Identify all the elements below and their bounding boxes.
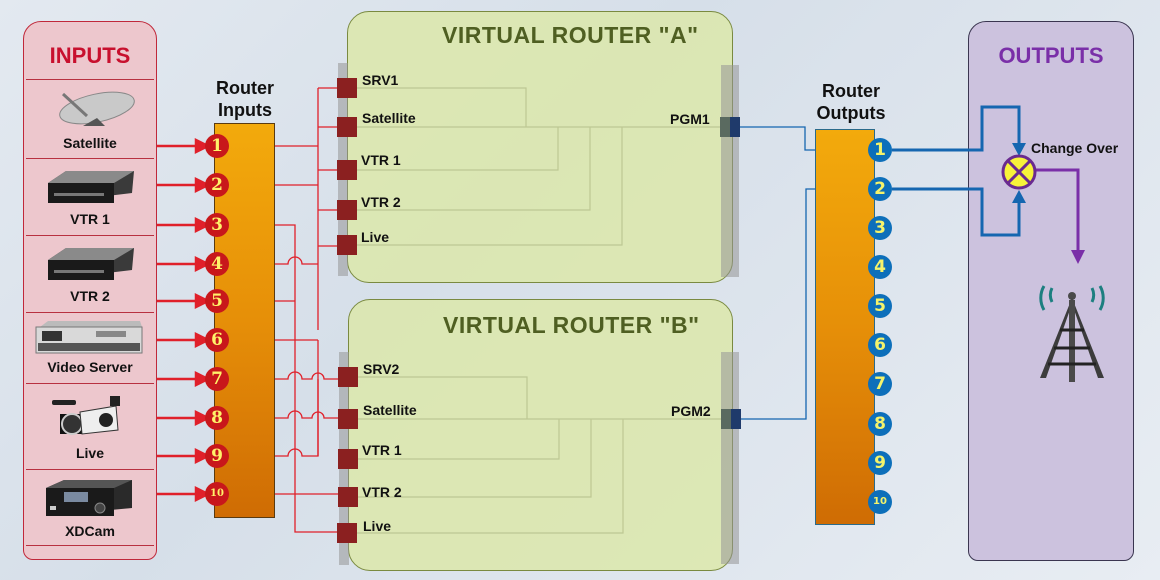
video-server-icon: [35, 321, 143, 354]
vr-a-port-vtr2[interactable]: [337, 200, 357, 220]
router-input-port-1[interactable]: 1: [205, 134, 229, 158]
vr-b-port-vtr1[interactable]: [338, 449, 358, 469]
router-output-port-9[interactable]: 9: [868, 451, 892, 475]
virtual-router-b-title: VIRTUAL ROUTER "B": [443, 312, 700, 338]
vr-b-output-rail: [721, 352, 739, 564]
vr-b-port-srv2[interactable]: [338, 367, 358, 387]
router-outputs-bar: [815, 129, 875, 525]
router-inputs-title-line2: Inputs: [218, 100, 272, 120]
vr-b-input-label: VTR 2: [362, 484, 402, 500]
router-inputs-title: Router Inputs: [200, 77, 290, 121]
router-output-port-3[interactable]: 3: [868, 216, 892, 240]
vr-a-port-srv1[interactable]: [337, 78, 357, 98]
vr-a-input-label: Satellite: [362, 110, 416, 126]
vr-b-input-label: Satellite: [363, 402, 417, 418]
changeover-input-wires: [892, 105, 1021, 237]
vr-b-pgm-port[interactable]: [721, 409, 741, 429]
arrow-in-5: [157, 292, 211, 310]
input-label: XDCam: [65, 523, 115, 539]
input-label: VTR 1: [70, 211, 110, 227]
vr-a-input-label: VTR 1: [361, 152, 401, 168]
router-output-port-1[interactable]: 1: [868, 138, 892, 162]
arrow-in-4: [157, 255, 211, 273]
arrow-in-8: [157, 409, 211, 427]
router-output-port-6[interactable]: 6: [868, 333, 892, 357]
vtr-deck-icon: [48, 248, 134, 280]
router-outputs-title-line1: Router: [822, 81, 880, 101]
arrow-in-2: [157, 176, 211, 194]
router-output-port-8[interactable]: 8: [868, 412, 892, 436]
arrow-in-1: [157, 137, 211, 155]
input-source-live[interactable]: Live: [26, 383, 154, 469]
router-outputs-title-line2: Outputs: [816, 103, 886, 123]
router-input-port-5[interactable]: 5: [205, 289, 229, 313]
vr-a-input-label: VTR 2: [361, 194, 401, 210]
input-source-vtr1[interactable]: VTR 1: [26, 158, 154, 235]
arrow-in-9: [157, 447, 211, 465]
camcorder-icon: [52, 396, 120, 435]
satellite-dish-icon: [59, 91, 135, 126]
changeover-output-wire: [1035, 168, 1080, 256]
router-input-port-7[interactable]: 7: [205, 367, 229, 391]
vr-a-output-label: PGM1: [670, 111, 710, 127]
vr-a-pgm-port[interactable]: [720, 117, 740, 137]
router-output-port-7[interactable]: 7: [868, 372, 892, 396]
vr-b-input-label: Live: [363, 518, 392, 534]
router-input-port-8[interactable]: 8: [205, 406, 229, 430]
vtr-deck-icon: [48, 171, 134, 203]
input-source-video-server[interactable]: Video Server: [26, 312, 154, 383]
changeover-output-arrowhead: [1071, 250, 1085, 264]
vr-b-port-vtr2[interactable]: [338, 487, 358, 507]
virtual-router-a: [347, 11, 733, 283]
input-label: VTR 2: [70, 288, 110, 304]
input-label: Live: [75, 445, 104, 461]
input-label: Video Server: [47, 359, 133, 375]
router-output-port-5[interactable]: 5: [868, 294, 892, 318]
inputs-panel-divider: [26, 545, 154, 546]
virtual-router-a-title: VIRTUAL ROUTER "A": [442, 22, 699, 48]
arrow-in-7: [157, 370, 211, 388]
xdcam-deck-icon: [46, 480, 132, 516]
vr-a-port-vtr1[interactable]: [337, 160, 357, 180]
input-source-xdcam[interactable]: XDCam: [26, 469, 154, 545]
vr-a-input-label: SRV1: [362, 72, 399, 88]
router-input-port-10[interactable]: 10: [205, 482, 229, 506]
arrow-in-10: [157, 485, 211, 503]
source-arrows: [157, 137, 211, 503]
inputs-panel: INPUTS Satellite VTR 1 VTR 2: [23, 21, 157, 560]
router-inputs-title-line1: Router: [216, 78, 274, 98]
vr-b-output-label: PGM2: [671, 403, 711, 419]
arrow-in-6: [157, 331, 211, 349]
virtual-router-b: [348, 299, 733, 571]
input-source-satellite[interactable]: Satellite: [26, 79, 154, 158]
input-label: Satellite: [63, 135, 117, 151]
vr-a-port-live[interactable]: [337, 235, 357, 255]
router-output-port-2[interactable]: 2: [868, 177, 892, 201]
router-output-port-10[interactable]: 10: [868, 490, 892, 514]
changeover-arrowheads: [1012, 143, 1026, 203]
changeover-switch-icon: [1001, 154, 1037, 190]
vr-b-port-satellite[interactable]: [338, 409, 358, 429]
router-input-port-2[interactable]: 2: [205, 173, 229, 197]
vr-b-port-live[interactable]: [337, 523, 357, 543]
arrow-in-3: [157, 216, 211, 234]
router-input-port-9[interactable]: 9: [205, 444, 229, 468]
inputs-panel-title: INPUTS: [49, 43, 131, 68]
input-source-vtr2[interactable]: VTR 2: [26, 235, 154, 312]
router-output-port-4[interactable]: 4: [868, 255, 892, 279]
vr-a-output-rail: [721, 65, 739, 277]
vr-a-port-satellite[interactable]: [337, 117, 357, 137]
router-input-port-6[interactable]: 6: [205, 328, 229, 352]
vr-a-input-label: Live: [361, 229, 390, 245]
router-input-port-3[interactable]: 3: [205, 213, 229, 237]
transmitter-tower-icon: [1039, 285, 1105, 382]
router-input-port-4[interactable]: 4: [205, 252, 229, 276]
changeover-label: Change Over: [1031, 140, 1119, 156]
vr-b-input-label: SRV2: [363, 361, 400, 377]
router-outputs-title: Router Outputs: [806, 80, 896, 124]
vr-b-input-label: VTR 1: [362, 442, 402, 458]
